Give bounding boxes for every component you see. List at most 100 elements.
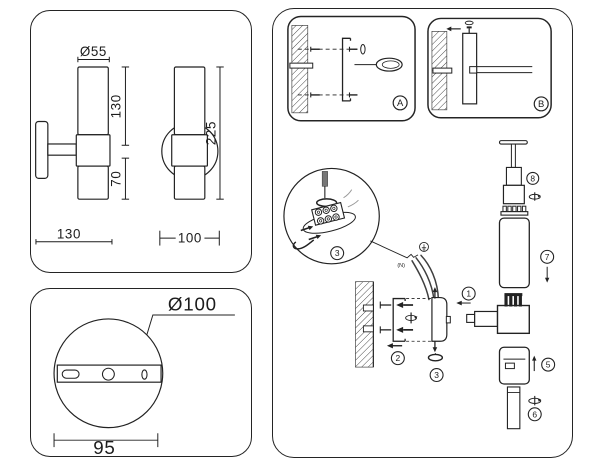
backplate-view <box>53 314 235 448</box>
detail-step-badge <box>330 246 345 261</box>
arm-side <box>47 143 77 156</box>
washer-main <box>427 353 444 362</box>
dim-backplate-diameter: Ø100 <box>168 294 217 315</box>
screwdriver-icon <box>354 57 403 72</box>
step-5-label: 5 <box>546 360 551 370</box>
socket-thread <box>504 293 523 307</box>
wall-plate-side <box>35 120 49 179</box>
top-screw-b <box>464 20 474 34</box>
glass-shade <box>498 217 530 289</box>
dim-mount-spacing: 95 <box>93 437 115 456</box>
step-8-label: 8 <box>530 173 535 183</box>
inset-a: A <box>287 15 416 122</box>
wiring: (N) <box>397 241 440 301</box>
anchor-screws <box>379 301 392 334</box>
wall-pipe-a <box>289 62 314 69</box>
lamp-body-box <box>496 304 530 335</box>
inset-b-label: B <box>538 98 544 109</box>
step-3: 3 <box>429 368 444 383</box>
screw-out-bottom <box>427 341 444 362</box>
side-view <box>35 66 111 200</box>
lower-shade-side <box>77 165 109 200</box>
switch-housing <box>498 346 530 385</box>
bulb-thread-row <box>500 205 529 216</box>
rotate-icon-6 <box>528 395 542 406</box>
front-view <box>161 66 219 200</box>
dim-front-width: 100 <box>178 231 202 246</box>
wall-assembly: 2 3 1 <box>355 281 476 383</box>
step-7: 7 <box>540 249 555 283</box>
washer-a <box>360 43 366 55</box>
step-6: 6 <box>527 395 542 422</box>
dim-shade-diameter: Ø55 <box>80 44 107 59</box>
step-6-label: 6 <box>532 409 537 419</box>
upper-shade-front <box>173 66 206 136</box>
step-2-label: 2 <box>396 353 401 363</box>
rotate-icon-8 <box>528 192 541 201</box>
wall-pipe-b <box>432 67 453 74</box>
mount-bracket-main <box>392 297 406 342</box>
upper-shade-side <box>77 66 109 136</box>
wire-ends <box>292 225 322 250</box>
guide-arrows <box>343 189 359 208</box>
step-3-label: 3 <box>434 370 439 380</box>
detail-step-label: 3 <box>335 248 340 258</box>
mount-bar <box>56 364 162 383</box>
rotate-icon <box>464 20 474 26</box>
push-arrows <box>396 302 414 333</box>
inset-a-badge <box>392 95 408 111</box>
wall-hatch-main <box>355 281 374 368</box>
bubble-leader <box>370 240 419 259</box>
cable-hole <box>101 367 115 381</box>
drill-axis-lines <box>297 48 359 96</box>
backplate-drawing-svg: Ø100 95 <box>53 294 235 456</box>
step-7-label: 7 <box>545 252 550 262</box>
locking-screw-icon <box>405 312 418 324</box>
mount-slot <box>61 369 80 379</box>
arm-body <box>474 310 499 327</box>
dimension-lines <box>35 56 224 246</box>
mount-bracket-a <box>341 37 352 102</box>
inset-a-label: A <box>397 97 404 108</box>
dim-side-width: 130 <box>57 227 81 242</box>
slide-arrow-b <box>446 26 461 32</box>
lower-tube <box>506 386 521 430</box>
canopy-side <box>431 296 448 342</box>
inset-b-badge <box>533 96 549 112</box>
step-5: 5 <box>532 355 556 372</box>
arm-stub <box>445 315 451 324</box>
screw-hole <box>141 369 148 380</box>
leader-line <box>146 314 235 335</box>
terminal-block <box>302 189 359 234</box>
inset-b: B <box>427 17 552 119</box>
wall-hole-bottom <box>362 325 374 333</box>
center-band-side <box>75 134 111 167</box>
step-1: 1 <box>456 286 476 306</box>
dim-overall-height: 225 <box>203 121 218 145</box>
bulb <box>498 140 528 205</box>
step-2: 2 <box>386 343 405 366</box>
arm-socket-b <box>469 66 478 74</box>
backplate-outline <box>53 318 164 429</box>
panel-dimension-views: Ø55 130 70 225 130 100 <box>30 10 252 273</box>
wall-hatch-a <box>291 25 309 114</box>
supply-wires <box>411 254 440 301</box>
step-8: 8 <box>526 171 541 201</box>
dimension-drawing-svg: Ø55 130 70 225 130 100 <box>35 44 224 246</box>
installation-drawing-svg: A B <box>283 15 556 430</box>
dim-upper-height: 130 <box>109 94 124 118</box>
dim-lower-height: 70 <box>109 171 124 187</box>
lower-shade-front <box>173 165 206 200</box>
screwdriver-small-icon <box>321 171 328 199</box>
screw-out-top <box>432 287 438 299</box>
exploded-parts: 7 8 <box>466 140 556 430</box>
panel-backplate-view: Ø100 95 <box>30 288 252 457</box>
center-band-front <box>171 134 208 167</box>
wall-hole-top <box>362 304 374 312</box>
wiring-detail-bubble: 3 <box>283 167 419 265</box>
screws-a <box>310 43 366 98</box>
panel-installation: A B <box>272 8 573 458</box>
step-1-label: 1 <box>466 289 471 299</box>
neutral-wire-label: (N) <box>397 263 405 269</box>
